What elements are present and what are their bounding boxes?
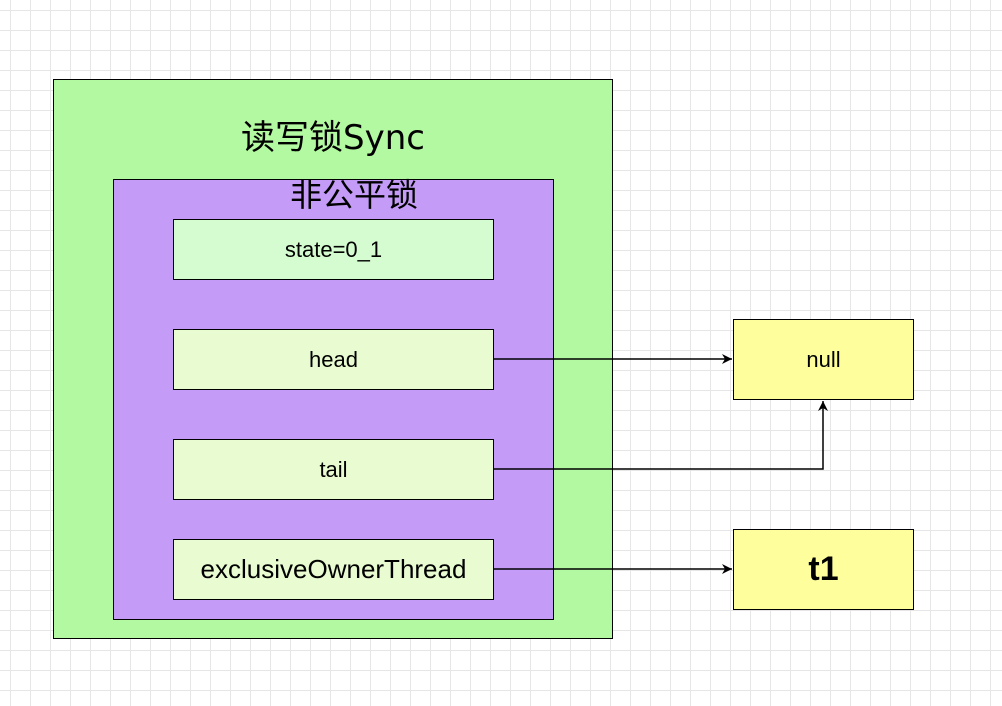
null-node: null (733, 319, 914, 400)
head-field: head (173, 329, 494, 390)
thread-t1-node: t1 (733, 529, 914, 610)
exclusive-owner-thread-field: exclusiveOwnerThread (173, 539, 494, 600)
tail-to-null-arrow (494, 401, 828, 470)
nonfair-lock-title: 非公平锁 (289, 176, 418, 214)
tail-field: tail (173, 439, 494, 500)
sync-title: 读写锁Sync (241, 118, 425, 158)
state-field: state=0_1 (173, 219, 494, 280)
